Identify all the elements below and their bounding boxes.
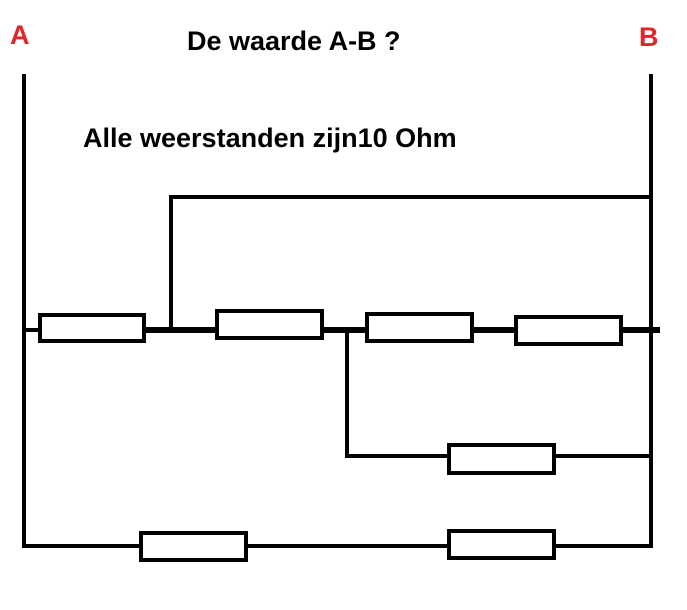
resistor-r2 xyxy=(215,309,324,340)
resistor-r4 xyxy=(514,315,623,346)
terminal-b-label: B xyxy=(639,22,659,52)
resistor-r1 xyxy=(38,313,146,343)
terminal-a-label: A xyxy=(10,20,30,50)
resistor-r7 xyxy=(447,529,556,560)
resistance-note: Alle weerstanden zijn10 Ohm xyxy=(83,123,457,153)
resistor-r3 xyxy=(365,312,474,343)
resistor-r6 xyxy=(139,531,248,562)
wire-bypass-top xyxy=(169,195,653,332)
resistor-r5 xyxy=(447,443,556,475)
question-title: De waarde A-B ? xyxy=(187,26,401,56)
wire-branch-parallel xyxy=(345,328,451,458)
